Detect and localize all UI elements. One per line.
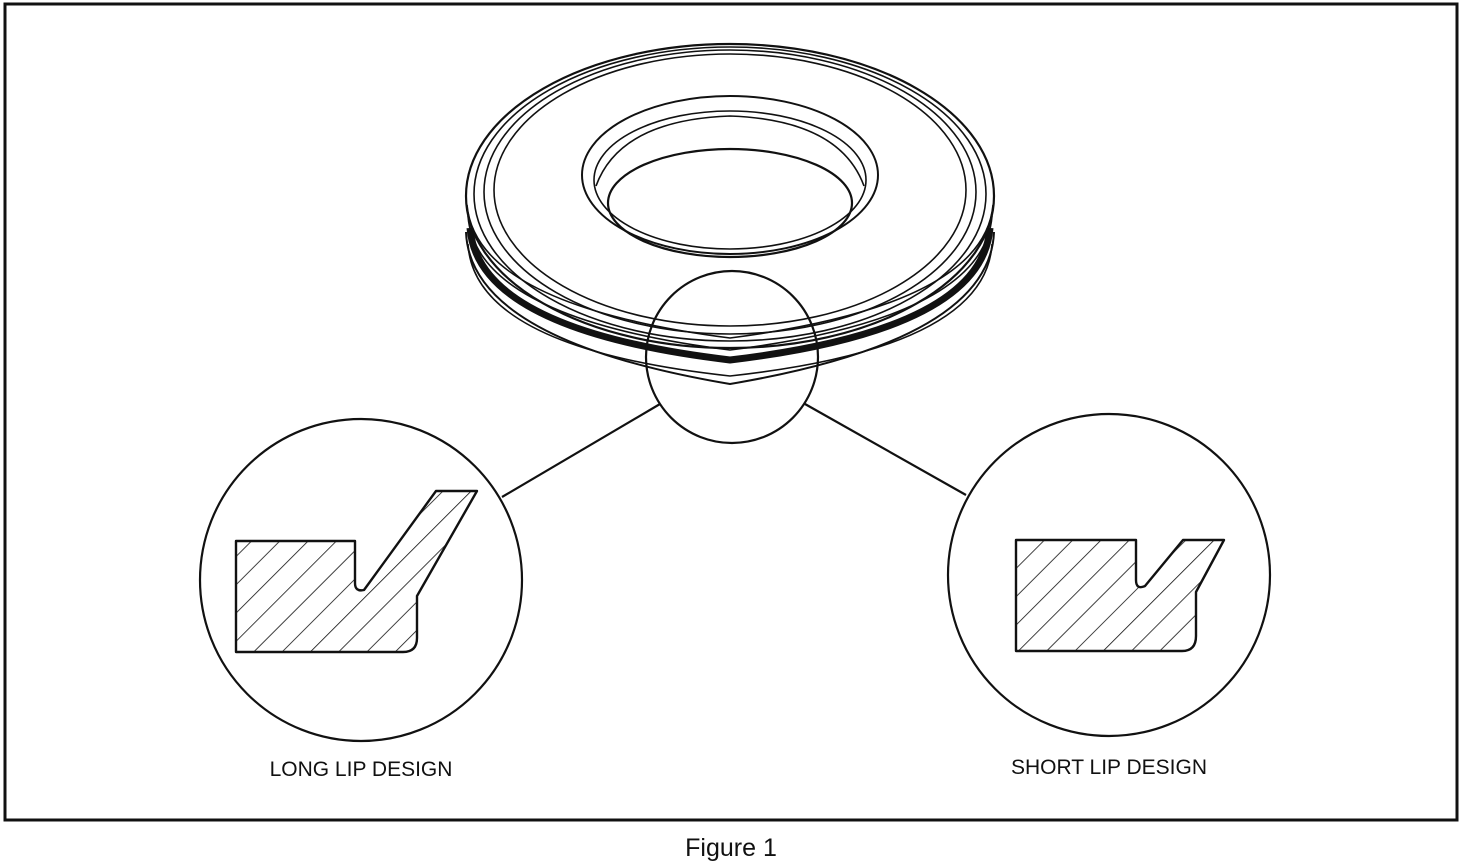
seal-outer-edge	[483, 49, 977, 335]
seal-bore-opening	[606, 147, 854, 259]
leader-line-right	[804, 403, 967, 496]
seal-rim-edge	[465, 231, 995, 386]
seal-dark-band	[466, 227, 994, 364]
seal-bore-edge	[595, 115, 865, 187]
seal-outer-edge	[473, 46, 987, 342]
long-lip-label: LONG LIP DESIGN	[270, 758, 453, 781]
short-lip-label: SHORT LIP DESIGN	[1011, 756, 1207, 779]
short-lip-detail	[946, 412, 1272, 738]
seal-rim-edge	[466, 204, 994, 339]
leader-line-left	[501, 403, 661, 498]
figure-caption: Figure 1	[685, 834, 777, 862]
seal-outer-edge	[493, 53, 967, 327]
seal-bore-edge	[581, 95, 879, 255]
long-lip-detail	[198, 417, 524, 743]
detail-highlight-circle	[644, 269, 820, 445]
figure-frame	[3, 2, 1459, 822]
seal-outer-edge	[464, 42, 996, 350]
seal-ring-drawing	[464, 42, 996, 386]
seal-bore-edge	[593, 110, 867, 250]
short-lip-profile	[1014, 538, 1226, 653]
long-lip-profile	[234, 489, 479, 654]
seal-rim-edge	[467, 243, 993, 377]
seal-rim-edge	[467, 215, 993, 351]
